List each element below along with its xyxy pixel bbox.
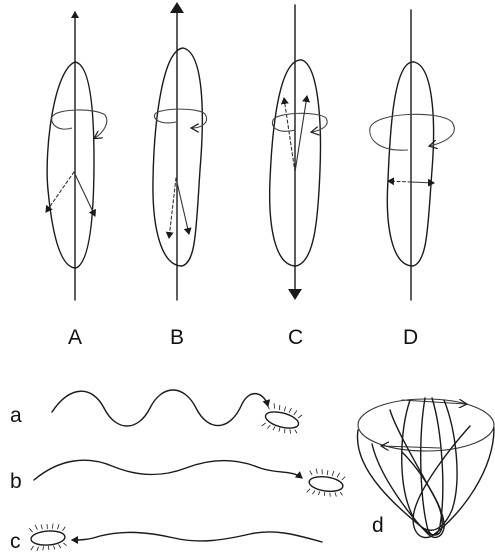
path-a-group: a (10, 390, 303, 436)
spiral-loop-1 (357, 410, 442, 535)
spiral-label-d: d (372, 514, 384, 537)
trajectory-b (34, 460, 302, 480)
cell-label-b: B (170, 326, 184, 349)
cell-b-group: B (153, 4, 207, 349)
path-c-group: c (10, 523, 322, 553)
cell-body-a (47, 62, 94, 268)
vector-solid-b (176, 178, 189, 234)
spiral-cone-rim (358, 399, 494, 451)
organism-b (307, 468, 346, 499)
path-b-group: b (10, 460, 346, 498)
spiral-loop-2 (402, 400, 457, 530)
cell-label-c: C (288, 326, 303, 349)
path-label-a: a (10, 404, 22, 427)
cell-a-group: A (46, 12, 107, 349)
rotation-arrow-b (154, 109, 206, 128)
vector-solid-c (295, 96, 307, 172)
trajectory-c (72, 532, 322, 542)
organism-c (29, 523, 67, 551)
spiral-loop-3 (421, 398, 443, 535)
trajectory-a (52, 390, 268, 426)
vector-dashed-b (169, 178, 176, 238)
cell-d-group: D (370, 10, 455, 349)
spiral-d-group: d (357, 398, 494, 538)
rotation-arrow-a (52, 110, 107, 138)
cell-label-a: A (68, 326, 82, 349)
vector-dashed-d (388, 181, 411, 182)
path-label-b: b (10, 470, 22, 493)
vector-solid-a (74, 172, 95, 216)
vector-dashed-a (46, 172, 74, 212)
cell-c-group: C (270, 5, 327, 349)
organism-a (262, 402, 304, 436)
rotation-arrow-d (370, 114, 455, 150)
vector-dashed-c (284, 98, 295, 172)
cell-label-d: D (403, 326, 418, 349)
path-label-c: c (10, 530, 21, 553)
